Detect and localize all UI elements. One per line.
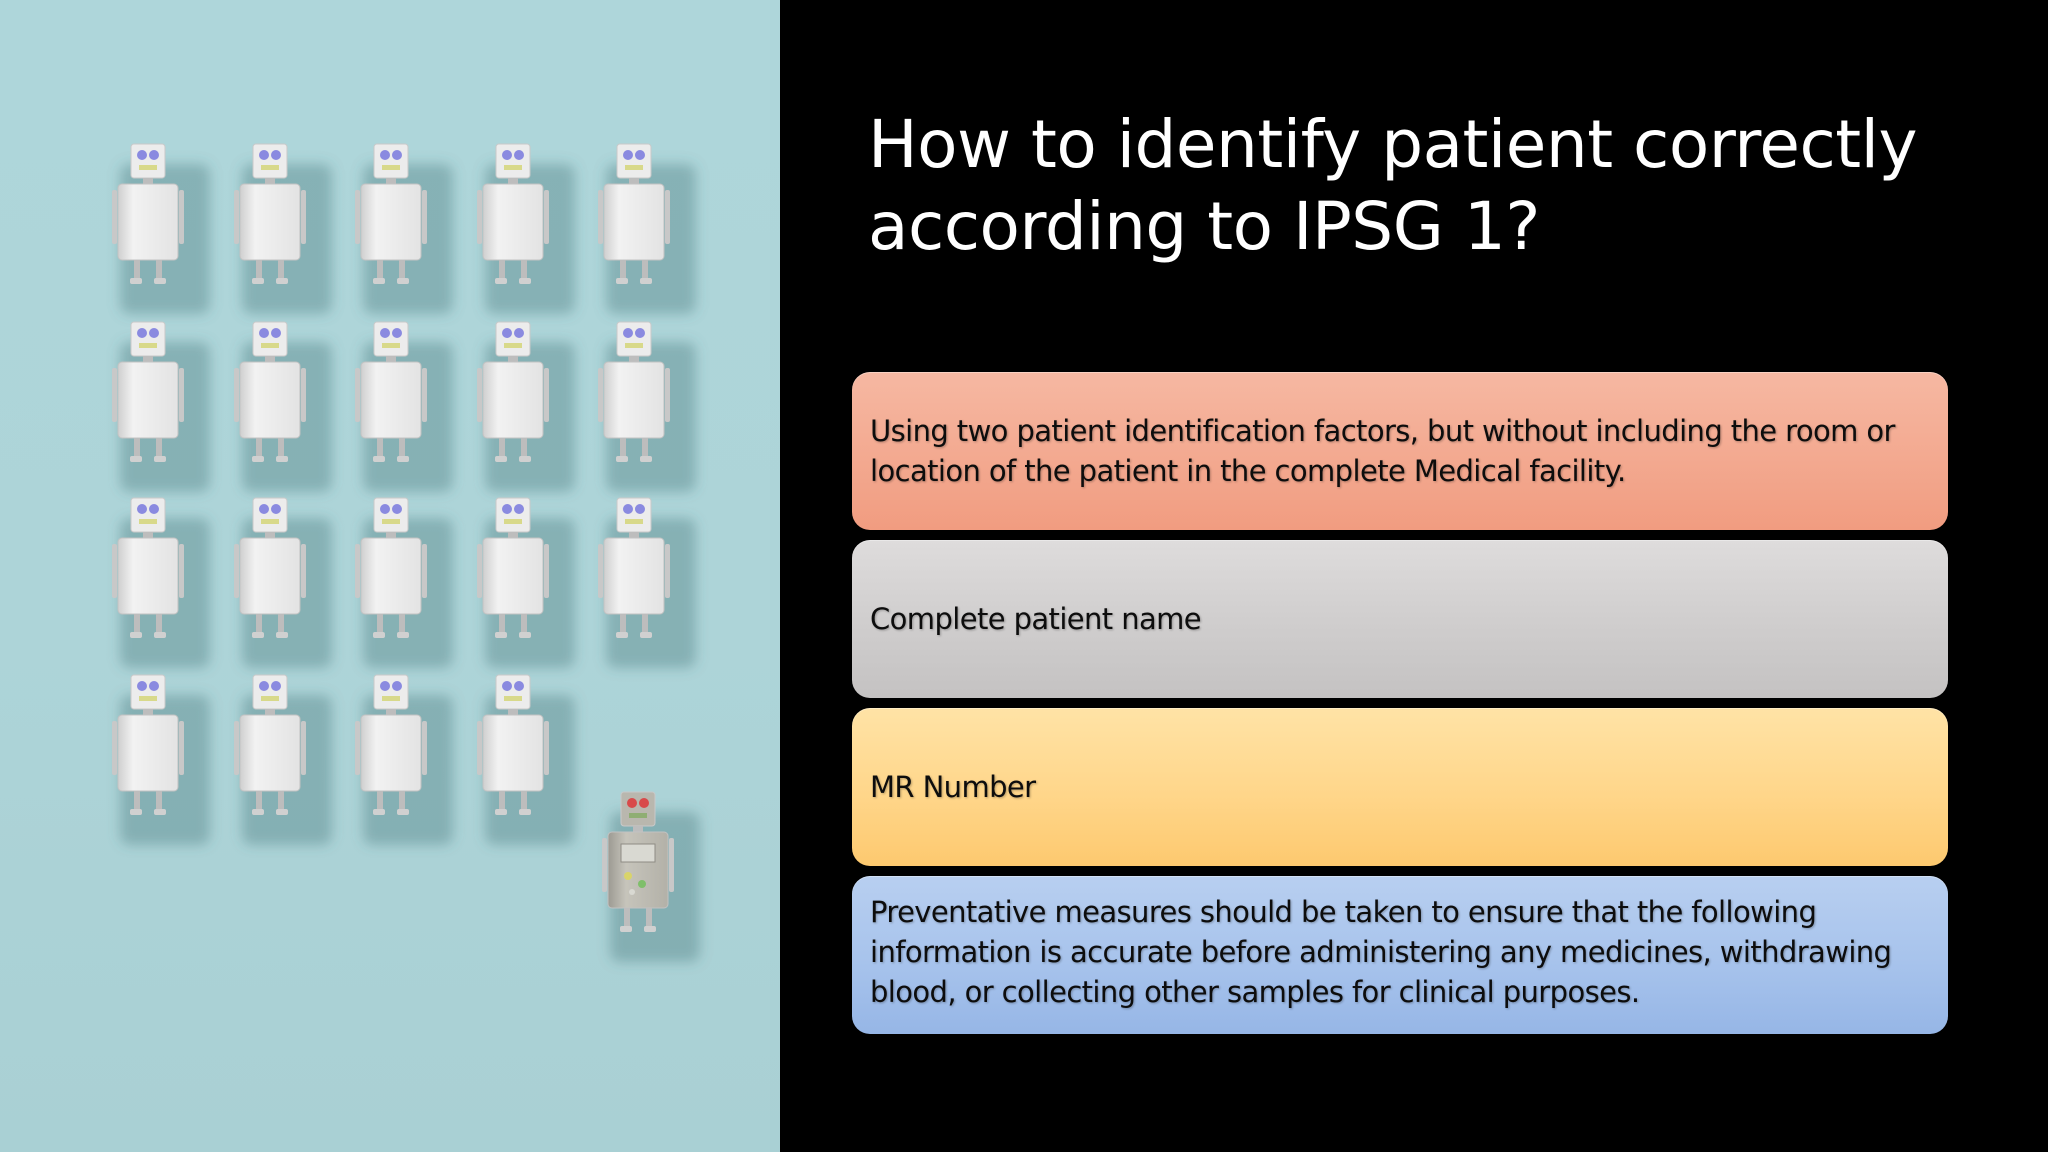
robot-icon (234, 321, 332, 492)
answer-box-text: MR Number (870, 770, 1036, 804)
answer-box-text: Complete patient name (870, 602, 1202, 636)
robot-icon (598, 143, 696, 314)
slide-title: How to identify patient correctly accord… (868, 106, 1918, 265)
robot-icon (355, 143, 453, 314)
robot-icon (477, 143, 575, 314)
robot-icon (112, 143, 210, 314)
robot-icon (477, 321, 575, 492)
robot-icon (234, 143, 332, 314)
answer-box-patient-name: Complete patient name (852, 540, 1948, 698)
robot-icon (598, 321, 696, 492)
robot-icon (355, 497, 453, 668)
answer-box-mr-number: MR Number (852, 708, 1948, 866)
answer-box-text: Preventative measures should be taken to… (870, 895, 1892, 1009)
robot-icon (355, 321, 453, 492)
robot-grid (112, 143, 700, 962)
answer-box-identification-factors: Using two patient identification factors… (852, 372, 1948, 530)
robot-icon (112, 497, 210, 668)
robot-icon (598, 497, 696, 668)
robots-image (0, 0, 780, 1152)
robot-icon (355, 674, 453, 845)
odd-robot-icon (602, 791, 700, 962)
robot-icon (112, 674, 210, 845)
robot-icon (234, 497, 332, 668)
robot-icon (477, 497, 575, 668)
robots-illustration (112, 143, 700, 962)
robot-icon (234, 674, 332, 845)
robot-icon (112, 321, 210, 492)
answer-box-text: Using two patient identification factors… (870, 414, 1895, 488)
robot-icon (477, 674, 575, 845)
answer-box-preventative-measures: Preventative measures should be taken to… (852, 876, 1948, 1034)
